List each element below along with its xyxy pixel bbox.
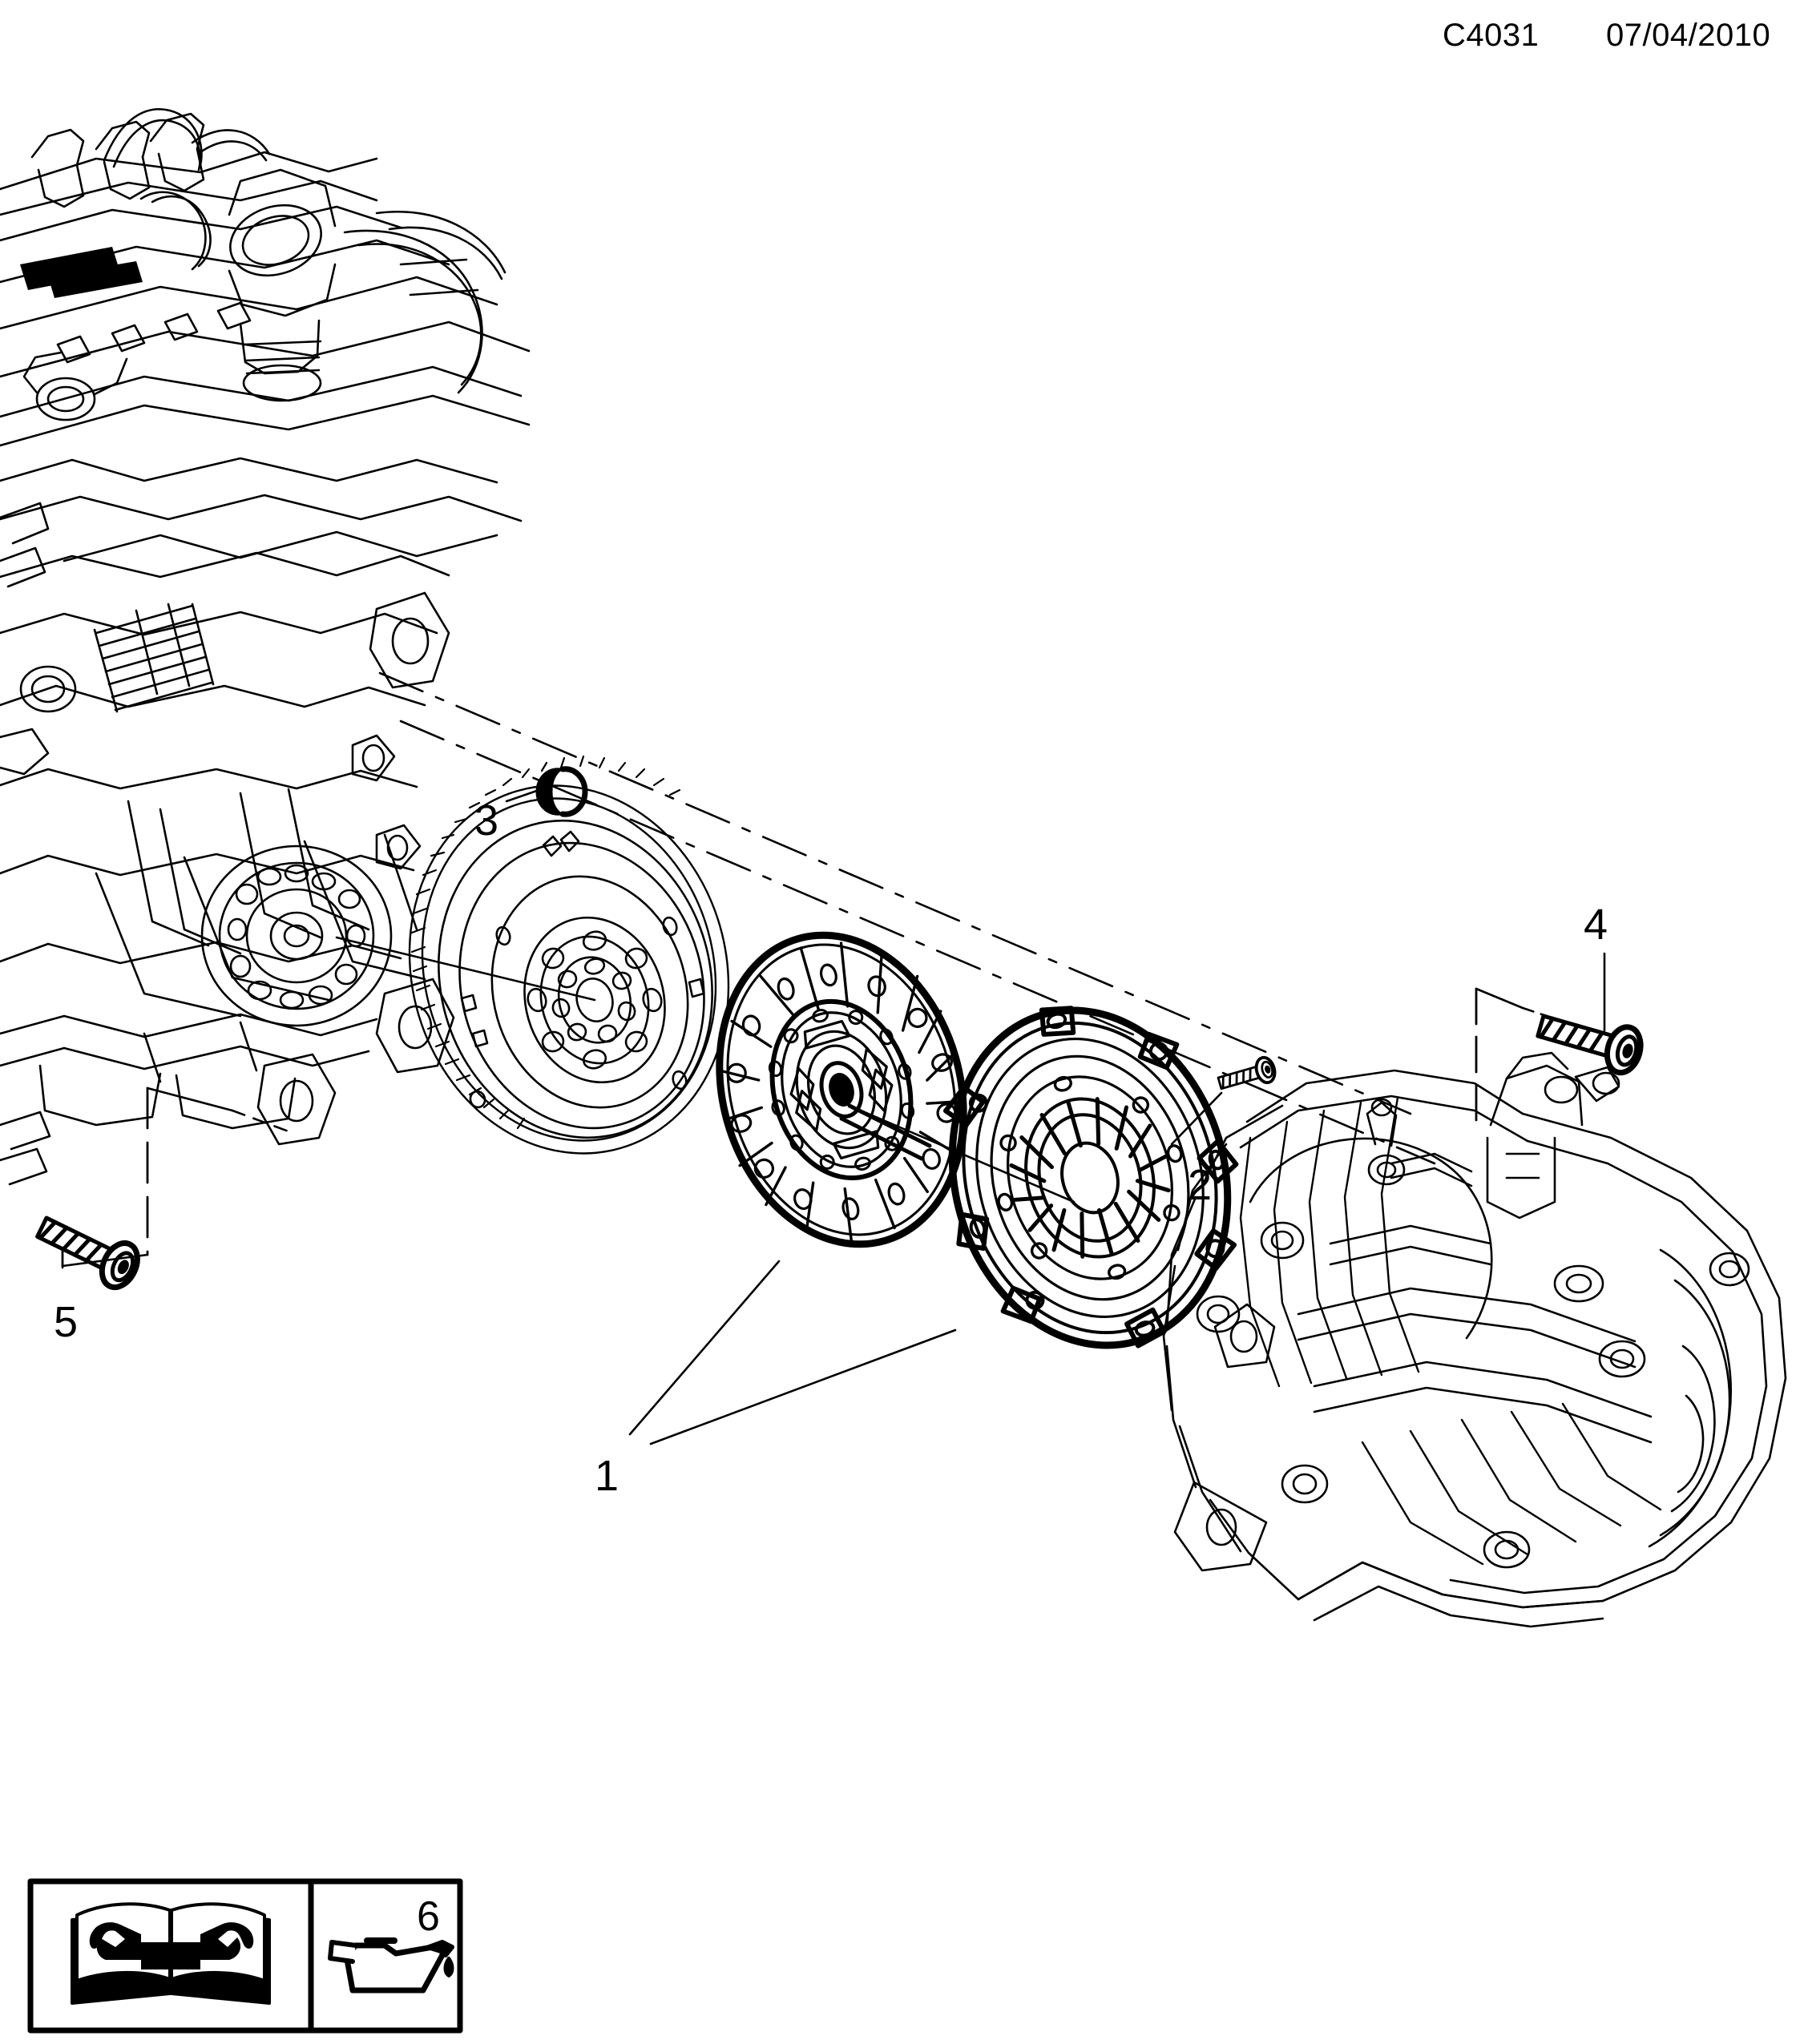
assembly-centreline: [378, 671, 1436, 1165]
drawing-code: C4031: [1443, 18, 1540, 53]
callout-4: 4: [1584, 901, 1608, 949]
manual-book-wrench-icon: [71, 1902, 271, 2005]
pilot-bearing: [535, 766, 588, 817]
bolt-flywheel: [32, 1087, 290, 1293]
transaxle: [1162, 1051, 1787, 1628]
callout-1: 1: [595, 1452, 619, 1500]
crankshaft-hub: [200, 845, 393, 1027]
callout-3: 3: [474, 796, 499, 845]
oil-can-icon: [328, 1937, 454, 1994]
legend-boxes: [27, 1878, 463, 2034]
drawing-date: 07/04/2010: [1606, 18, 1771, 53]
bolt-pressure-plate: [1170, 1054, 1279, 1146]
callout-2: 2: [1188, 1161, 1213, 1209]
pressure-plate: [942, 1006, 1239, 1349]
legend-lubricant-number: 6: [417, 1893, 440, 1940]
engine-assembly: [0, 108, 531, 1186]
callout-5: 5: [54, 1298, 79, 1346]
callout-leaders: [335, 785, 1076, 1445]
bolt-transmission: [1475, 952, 1645, 1127]
clutch-disc: [716, 931, 967, 1248]
flywheel: [408, 755, 730, 1155]
